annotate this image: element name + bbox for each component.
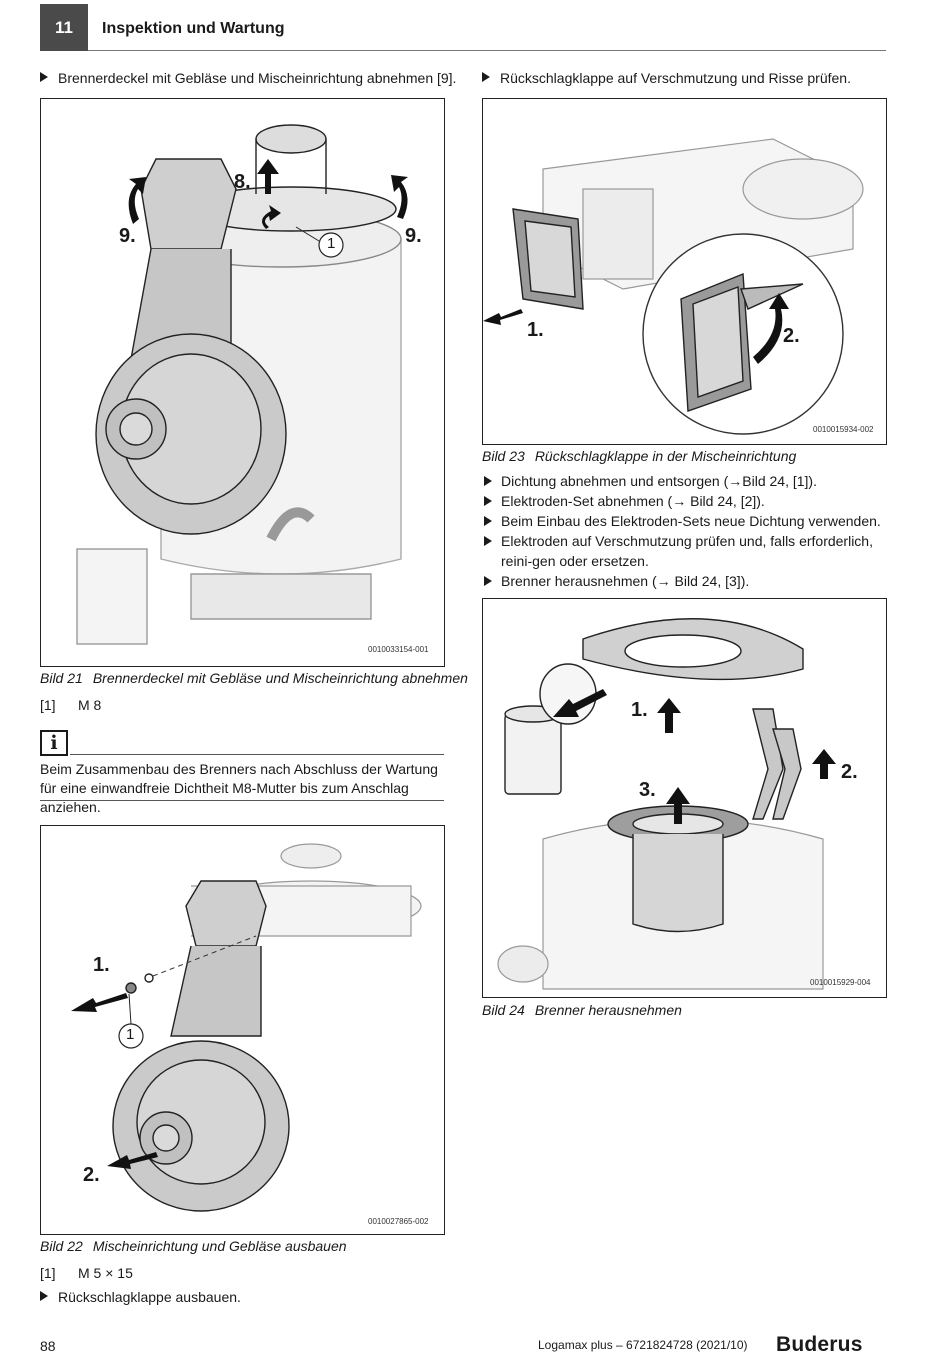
chapter-title: Inspektion und Wartung — [102, 20, 285, 37]
step-check-valve-inspect: Rückschlagklappe auf Verschmutzung und R… — [482, 69, 851, 88]
fig21-code: 0010033154-001 — [368, 645, 429, 654]
fig24-label-step1: 1. — [631, 699, 648, 721]
step-item: Brenner herausnehmen (→ Bild 24, [3]). — [482, 571, 886, 591]
figure-24: 1. 2. 3. 0010015929-004 — [482, 598, 887, 998]
fig24-label-step3: 3. — [639, 779, 656, 801]
brand-logo: Buderus — [776, 1333, 863, 1356]
fig24-code: 0010015929-004 — [810, 978, 871, 987]
fig21-label-step9-right: 9. — [405, 225, 422, 247]
steps-list: Dichtung abnehmen und entsorgen (→Bild 2… — [482, 471, 886, 591]
step-remove-check-valve: Rückschlagklappe ausbauen. — [40, 1288, 241, 1307]
fig22-code: 0010027865-002 — [368, 1217, 429, 1226]
fig22-callout-1: 1 — [126, 1026, 135, 1043]
fig21-legend: [1]M 8 — [40, 697, 102, 713]
step-item: Elektroden-Set abnehmen (→ Bild 24, [2])… — [482, 491, 886, 511]
figure-24-illustration — [497, 618, 836, 990]
document-reference: Logamax plus – 6721824728 (2021/10) — [538, 1338, 748, 1352]
figure-22: 1. 2. 1 0010027865-002 — [40, 825, 445, 1235]
info-icon: i — [40, 730, 68, 756]
step-item: Beim Einbau des Elektroden-Sets neue Dic… — [482, 511, 886, 531]
fig23-label-step2: 2. — [783, 325, 800, 347]
figure-22-illustration — [71, 843, 422, 1212]
fig21-label-step9-left: 9. — [119, 225, 136, 247]
step-remove-burner-cover: Brennerdeckel mit Gebläse und Mischeinri… — [40, 69, 456, 88]
bullet-arrow-icon — [482, 72, 490, 82]
figure-23-illustration — [483, 138, 864, 435]
fig22-label-step2: 2. — [83, 1164, 100, 1186]
fig23-code: 0010015934-002 — [813, 425, 874, 434]
header-rule — [88, 50, 886, 51]
callout-1-circle — [318, 232, 344, 258]
bullet-arrow-icon — [40, 72, 48, 82]
fig22-label-step1: 1. — [93, 954, 110, 976]
info-text: Beim Zusammenbau des Brenners nach Absch… — [40, 761, 438, 815]
fig24-label-step2: 2. — [841, 761, 858, 783]
info-rule-bottom — [40, 800, 444, 801]
fig23-label-step1: 1. — [527, 319, 544, 341]
chapter-number: 11 — [40, 4, 88, 51]
figure-23: 1. 2. 0010015934-002 — [482, 98, 887, 445]
info-rule-top — [70, 754, 444, 755]
figure-21: 8. 9. 9. 1 0010033154-001 — [40, 98, 445, 667]
step-item: Elektroden auf Verschmutzung prüfen und,… — [482, 531, 886, 571]
fig22-legend: [1]M 5 × 15 — [40, 1265, 133, 1281]
page-number: 88 — [40, 1338, 56, 1354]
bullet-arrow-icon — [40, 1291, 48, 1301]
fig21-callout-1: 1 — [327, 235, 336, 252]
step-item: Dichtung abnehmen und entsorgen (→Bild 2… — [482, 471, 886, 491]
figure-21-illustration — [76, 124, 408, 645]
fig21-label-step8: 8. — [234, 171, 251, 193]
